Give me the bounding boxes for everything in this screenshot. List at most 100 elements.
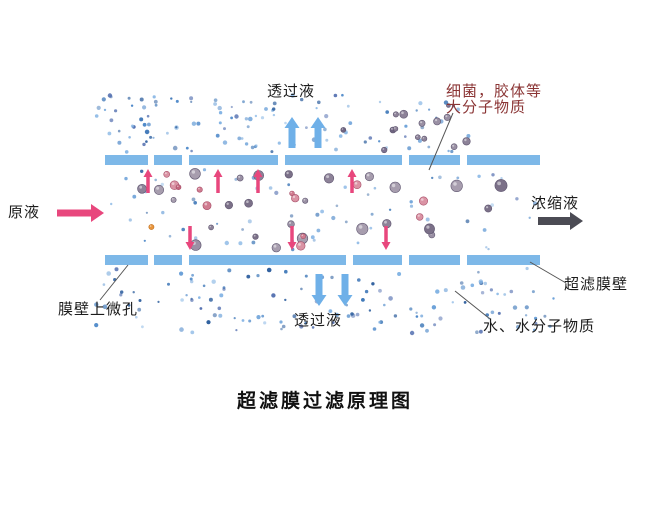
channel-macro-particles-highlight xyxy=(209,225,212,228)
lower-water-dots xyxy=(431,305,437,310)
lower-water-dots xyxy=(496,292,499,296)
channel-macro-particles xyxy=(271,243,281,253)
upper-water-dots xyxy=(109,118,114,123)
lower-water-dots xyxy=(543,314,547,318)
lower-water-dots xyxy=(378,288,382,293)
channel-water-dots xyxy=(241,228,245,231)
lower-water-dots xyxy=(503,293,507,296)
lower-water-dots xyxy=(355,312,360,317)
lower-water-dots xyxy=(524,305,529,310)
lower-water-dots xyxy=(516,324,521,330)
label-permeate-bottom: 透过液 xyxy=(294,311,343,329)
upper-water-dots xyxy=(218,111,223,115)
upper-water-dots xyxy=(427,145,431,149)
lower-water-dots xyxy=(489,288,493,292)
lower-water-dots xyxy=(480,291,485,295)
channel-water-dots xyxy=(409,204,414,208)
channel-water-dots xyxy=(373,186,377,190)
upper-macro-particles-highlight xyxy=(394,112,396,115)
channel-water-dots xyxy=(140,169,144,173)
upper-macro-particles xyxy=(433,117,441,126)
upper-macro-particles xyxy=(418,119,426,127)
upper-water-dots xyxy=(142,122,147,127)
lower-water-dots xyxy=(483,281,487,286)
channel-macro-particles-highlight xyxy=(426,225,430,229)
lower-water-dots xyxy=(393,314,398,318)
upper-water-dots xyxy=(254,144,258,148)
channel-macro-particles xyxy=(284,170,293,179)
lower-water-dots xyxy=(190,279,194,284)
channel-water-dots xyxy=(143,239,146,242)
channel-macro-particles-highlight xyxy=(391,183,396,188)
channel-water-dots xyxy=(370,212,374,216)
channel-water-dots xyxy=(331,215,336,221)
upper-macro-particles xyxy=(421,135,428,142)
upper-water-dots xyxy=(185,146,189,150)
lower-water-dots xyxy=(235,329,238,332)
lower-water-dots xyxy=(217,306,222,311)
channel-pink-particles-highlight xyxy=(171,182,175,186)
lower-water-dots xyxy=(328,309,333,313)
lower-water-dots xyxy=(280,327,283,331)
lower-water-dots xyxy=(198,296,201,299)
lower-water-dots xyxy=(206,320,211,325)
upper-water-dots xyxy=(189,96,194,101)
lower-water-dots xyxy=(300,287,303,291)
lower-water-dots xyxy=(334,312,340,318)
channel-macro-particles-highlight xyxy=(172,198,174,200)
upper-water-dots xyxy=(230,116,234,120)
upper-water-dots xyxy=(175,126,178,129)
channel-water-dots xyxy=(191,197,196,202)
upper-water-dots xyxy=(404,135,407,138)
lower-water-dots xyxy=(332,321,335,324)
channel-macro-particles xyxy=(244,198,253,208)
channel-water-dots xyxy=(533,201,537,206)
upper-water-dots xyxy=(130,104,134,107)
upper-water-dots xyxy=(300,97,304,102)
lower-water-dots xyxy=(443,288,448,293)
channel-macro-particles xyxy=(356,222,369,235)
upper-water-dots xyxy=(418,101,423,106)
lower-water-dots xyxy=(199,307,203,310)
channel-pink-particles xyxy=(300,233,306,239)
label-micropores: 膜壁上微孔 xyxy=(58,300,139,318)
upper-water-dots xyxy=(333,93,338,98)
upper-water-dots xyxy=(315,107,318,110)
upper-water-dots xyxy=(246,125,250,129)
lower-water-dots xyxy=(419,323,425,328)
upper-water-dots xyxy=(175,99,179,103)
lower-water-dots xyxy=(383,303,386,307)
lower-water-dots xyxy=(361,298,365,302)
channel-macro-particles-highlight xyxy=(191,170,196,174)
channel-macro-particles-highlight xyxy=(366,173,370,177)
lower-water-dots xyxy=(157,300,160,303)
upper-water-dots xyxy=(96,105,101,110)
upper-water-dots xyxy=(272,113,276,117)
upper-water-dots xyxy=(363,140,367,144)
channel-pink-particles-highlight xyxy=(301,234,304,237)
channel-water-dots xyxy=(320,209,324,214)
orange-particle xyxy=(148,224,155,230)
upper-water-dots xyxy=(284,121,287,125)
lower-water-dots xyxy=(299,324,304,329)
channel-macro-particles-highlight xyxy=(358,225,363,229)
lower-water-dots xyxy=(127,303,131,307)
lower-water-dots xyxy=(281,324,286,329)
lower-water-dots xyxy=(135,315,138,319)
channel-water-dots xyxy=(491,173,495,177)
channel-macro-particles xyxy=(154,184,165,195)
label-feed-liquid: 原液 xyxy=(8,203,41,221)
lower-water-dots xyxy=(233,317,236,320)
channel-macro-particles-highlight xyxy=(326,175,330,179)
upper-water-dots xyxy=(415,109,418,112)
internal-up-arrow-3 xyxy=(253,169,263,193)
upper-water-dots xyxy=(324,114,329,119)
channel-pink-particles-highlight xyxy=(204,202,208,206)
upper-water-dots xyxy=(222,140,228,145)
lower-water-dots xyxy=(415,315,419,318)
lower-water-dots xyxy=(102,283,106,286)
channel-macro-particles-highlight xyxy=(486,206,489,209)
upper-macro-particles xyxy=(392,126,399,132)
lower-water-dots xyxy=(261,314,265,318)
channel-macro-particles xyxy=(323,173,335,184)
